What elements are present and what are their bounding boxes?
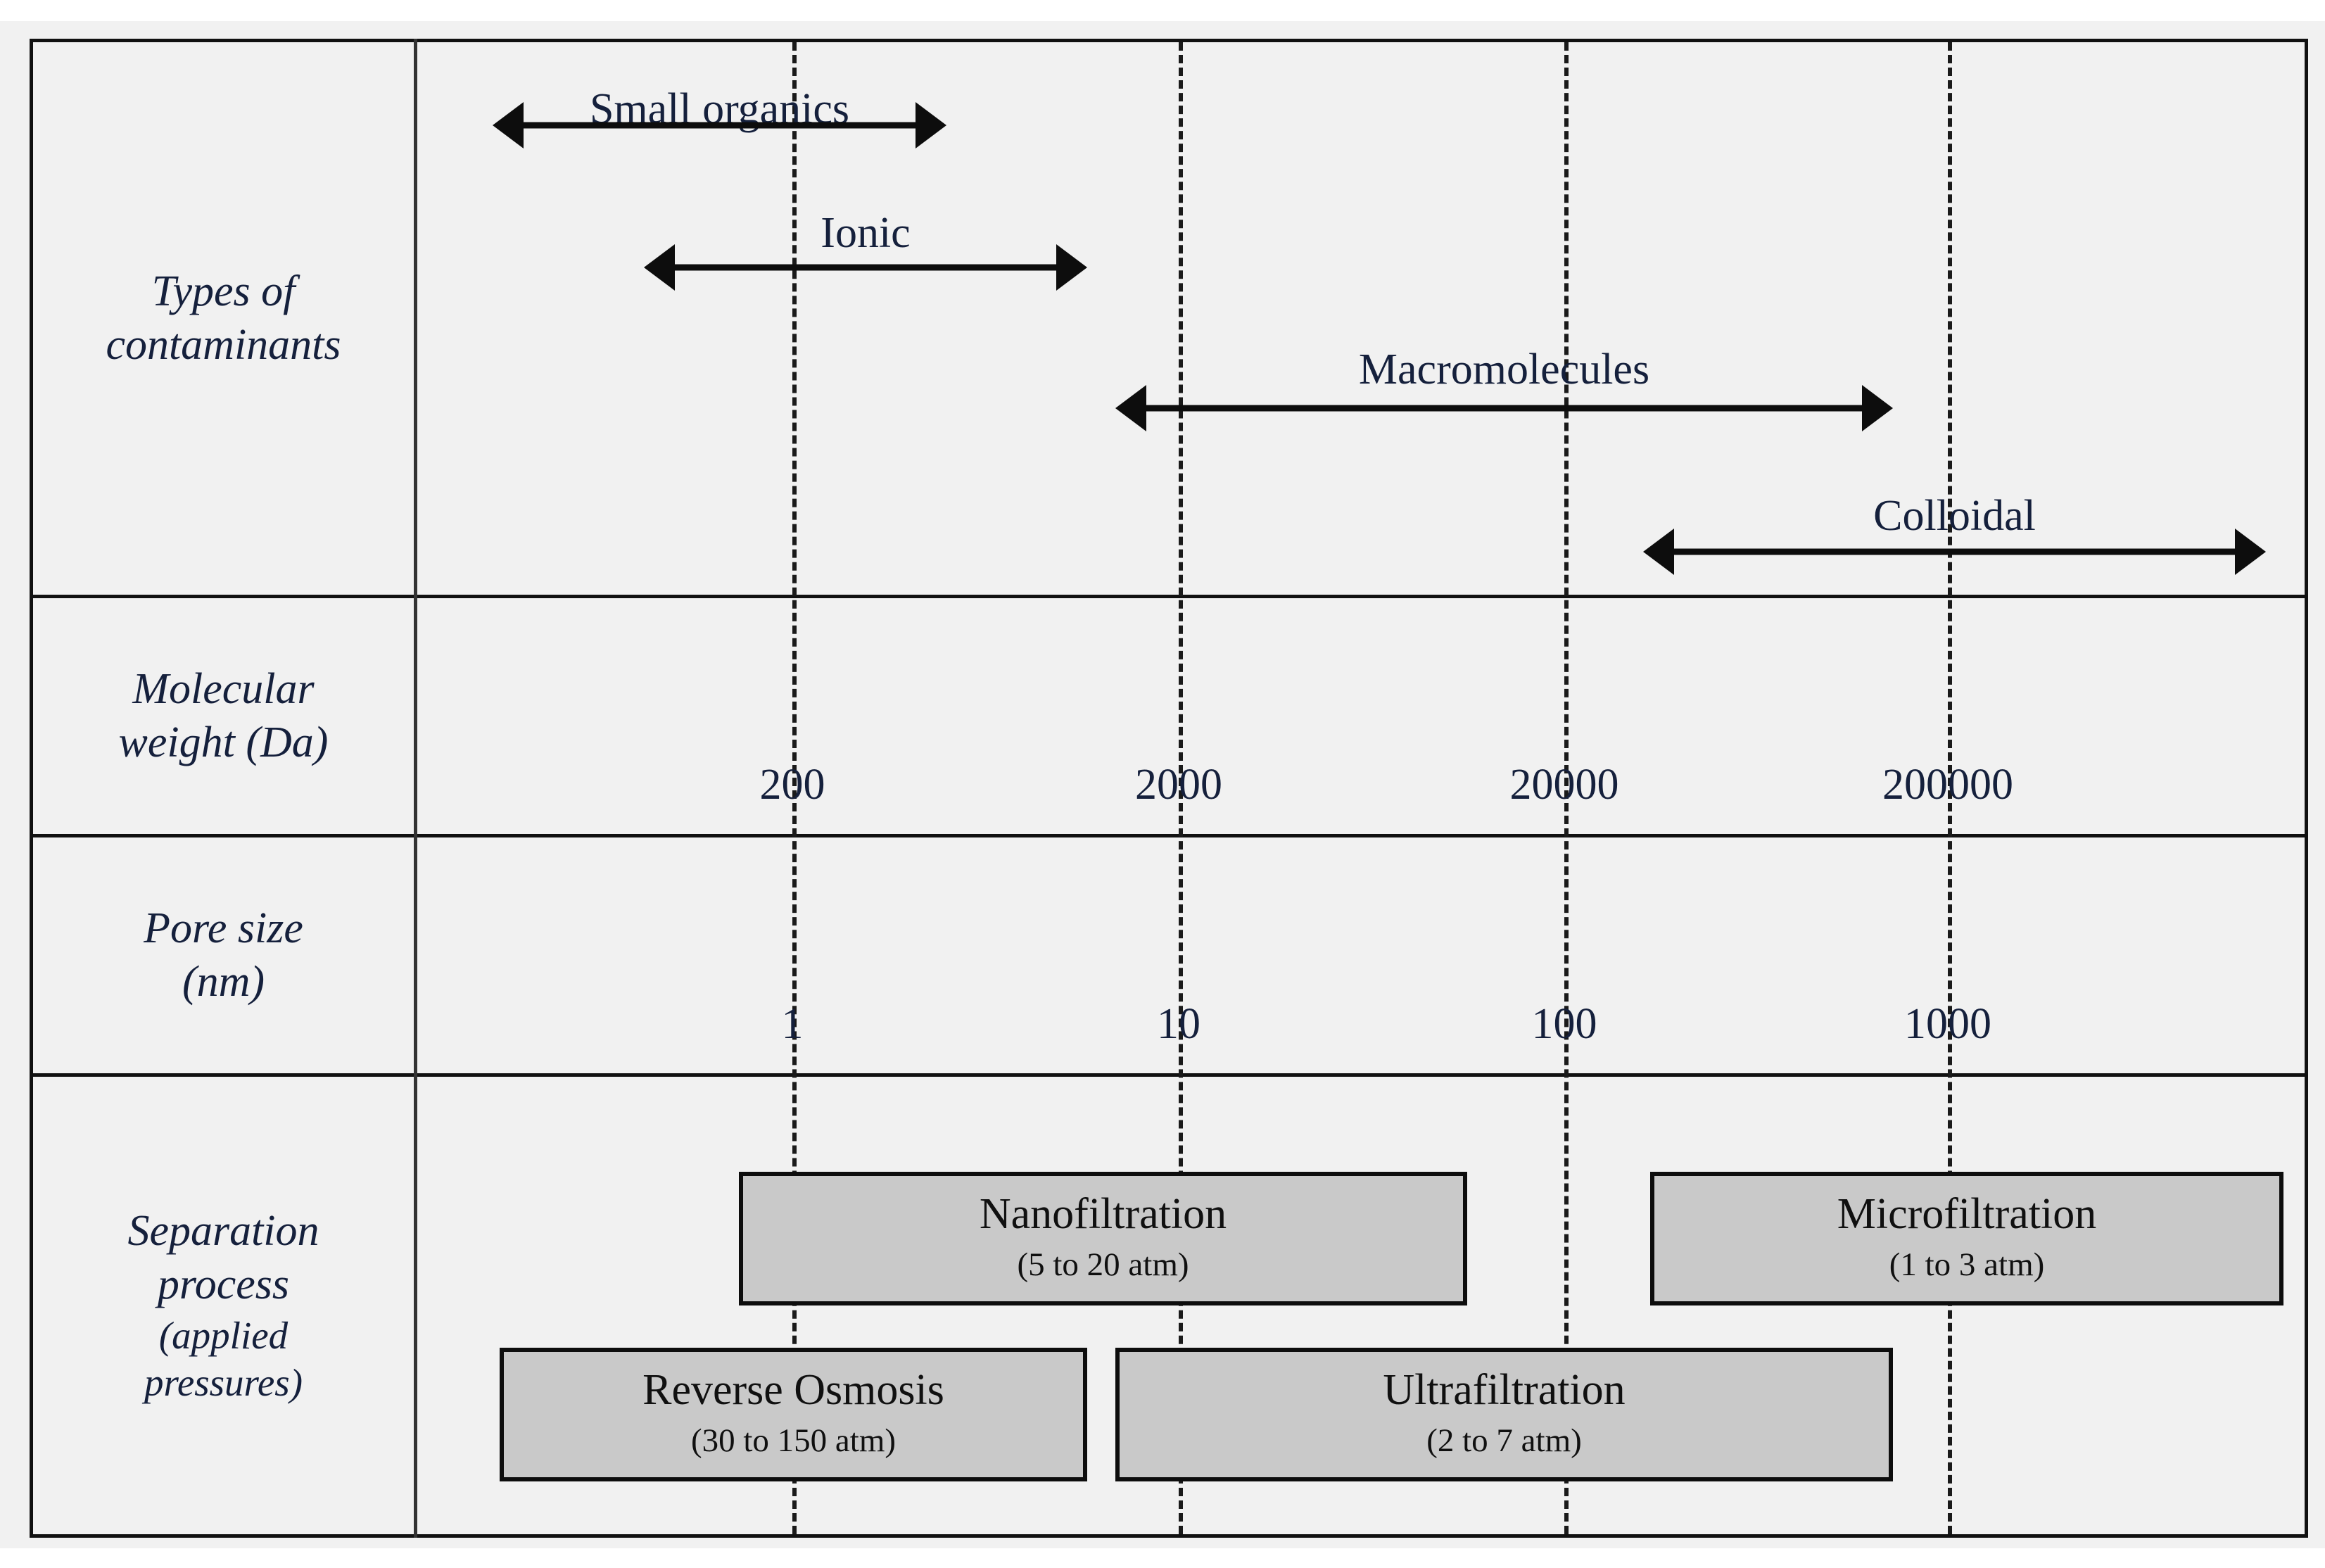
arrow-head-right-icon [2235,529,2266,575]
process-pressure-reverse-osmosis: (30 to 150 atm) [690,1422,897,1460]
row-label-line-2: contaminants [106,320,341,369]
arrow-shaft [1667,548,2242,555]
row-label-types-of-contaminants: Types of contaminants [39,42,408,595]
arrow-head-right-icon [916,102,946,148]
process-pressure-nanofiltration: (5 to 20 atm) [1017,1246,1189,1284]
pore-size-value-1000: 1000 [1904,1000,1991,1048]
arrow-head-right-icon [1056,244,1087,291]
molecular-weight-value-2000: 2000 [1135,761,1222,809]
contaminant-range-arrow-macromolecules [1115,385,1893,431]
row-label-line-1: Separation [127,1207,319,1256]
process-box-nanofiltration[interactable]: Nanofiltration (5 to 20 atm) [739,1172,1467,1305]
row-label-separation-process: Separation process (applied pressures) [39,1077,408,1534]
molecular-weight-value-200: 200 [759,761,825,809]
row-divider-molecularweight-poresize [30,834,2308,837]
process-name-reverse-osmosis: Reverse Osmosis [642,1366,944,1415]
contaminant-label-macromolecules: Macromolecules [1358,346,1650,393]
row-label-line-1: Types of [151,267,296,315]
row-label-line-1: Molecular [132,664,315,713]
row-label-line-3: (applied [158,1313,289,1357]
label-column-divider [414,39,417,1538]
process-pressure-microfiltration: (1 to 3 atm) [1889,1246,2045,1284]
process-name-ultrafiltration: Ultrafiltration [1383,1366,1626,1415]
arrow-head-right-icon [1862,385,1893,431]
pore-size-value-10: 10 [1157,1000,1200,1048]
contaminant-label-ionic: Ionic [821,209,911,257]
process-name-microfiltration: Microfiltration [1837,1190,2097,1239]
row-divider-poresize-separationprocess [30,1073,2308,1077]
row-label-line-1: Pore size [144,904,303,952]
pore-size-value-1: 1 [781,1000,804,1048]
process-pressure-ultrafiltration: (2 to 7 atm) [1426,1422,1582,1460]
row-label-line-2: process [157,1260,290,1308]
contaminant-label-colloidal: Colloidal [1873,492,2036,540]
molecular-weight-value-200000: 200000 [1882,761,2013,809]
arrow-shaft [668,264,1063,271]
row-label-pore-size: Pore size (nm) [39,837,408,1073]
contaminant-range-arrow-small-organics [493,102,946,148]
row-label-line-2: (nm) [182,957,265,1006]
contaminant-range-arrow-ionic [644,244,1087,291]
process-box-microfiltration[interactable]: Microfiltration (1 to 3 atm) [1650,1172,2283,1305]
row-label-line-2: weight (Da) [118,718,329,766]
arrow-shaft [1139,405,1869,412]
scale-guide-2000da-10nm [1179,42,1183,1534]
contaminant-range-arrow-colloidal [1643,529,2266,575]
row-label-line-4: pressures) [144,1360,303,1404]
scale-guide-200da-1nm [792,42,797,1534]
process-name-nanofiltration: Nanofiltration [979,1190,1227,1239]
scale-guide-200000da-1000nm [1948,42,1952,1534]
arrow-shaft [517,122,923,129]
process-box-reverse-osmosis[interactable]: Reverse Osmosis (30 to 150 atm) [500,1348,1087,1481]
row-divider-contaminants-molecularweight [30,595,2308,598]
process-box-ultrafiltration[interactable]: Ultrafiltration (2 to 7 atm) [1115,1348,1893,1481]
scale-guide-20000da-100nm [1564,42,1569,1534]
pore-size-value-100: 100 [1531,1000,1597,1048]
molecular-weight-value-20000: 20000 [1509,761,1619,809]
row-label-molecular-weight: Molecular weight (Da) [39,598,408,834]
